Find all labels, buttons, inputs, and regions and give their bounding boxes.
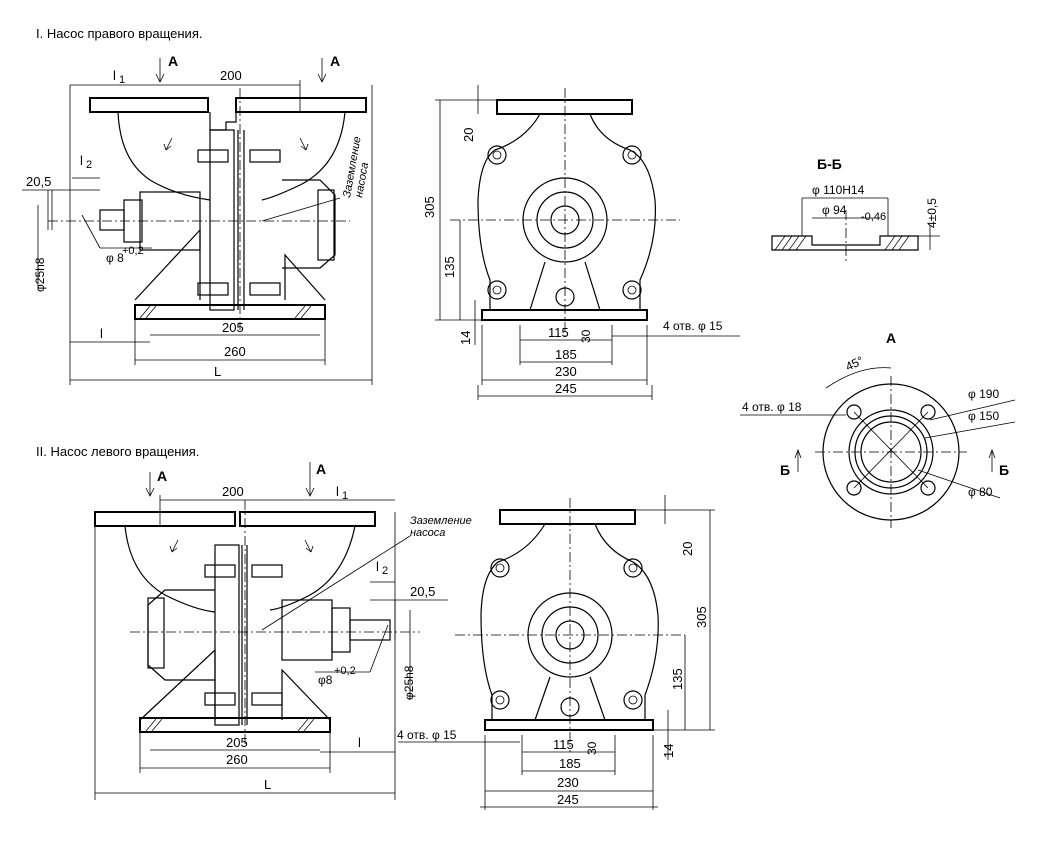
dim-20: 20 [680, 542, 695, 556]
view-right-side [450, 88, 680, 340]
dim-185: 185 [555, 347, 577, 362]
dim-l1: l [113, 68, 116, 83]
dim-d8b: φ8 [318, 673, 333, 687]
dim-d190: φ 190 [968, 387, 999, 401]
dim-L: L [214, 364, 221, 379]
dim-d94: φ 94 [822, 203, 847, 217]
dim-d150: φ 150 [968, 409, 999, 423]
dim-d25h8: φ25h8 [33, 257, 47, 292]
dim-20-5: 20,5 [410, 584, 435, 599]
dim-d110: φ 110Н14 [812, 183, 865, 197]
dim-l: l [100, 326, 103, 341]
dim-245: 245 [557, 792, 579, 807]
dim-260: 260 [226, 752, 248, 767]
dim-4: 4±0,5 [925, 198, 939, 228]
view-right-front [48, 85, 373, 385]
dim-305: 305 [694, 606, 709, 628]
dim-l2: l [376, 559, 379, 574]
dim-30: 30 [585, 741, 599, 755]
dim-305: 305 [422, 196, 437, 218]
view-left-side [455, 498, 685, 752]
view-a-title: A [886, 330, 896, 346]
dim-l: l [358, 735, 361, 750]
dim-135: 135 [442, 256, 457, 278]
view-left-side-dims: 305 20 135 14 4 отв. φ 15 115 30 185 230… [397, 495, 715, 810]
dim-d8-tol: +0,2 [334, 665, 356, 677]
view-right-side-dims: 305 20 135 14 115 30 185 230 245 4 отв. … [422, 85, 740, 400]
section-b-mark: Б [780, 462, 790, 478]
holes-15-label: 4 отв. φ 15 [663, 319, 723, 333]
view-left-front-dims: A A 200 l 1 Заземление насоса l 2 20,5 φ… [95, 461, 472, 794]
dim-l2-sub: 2 [382, 565, 388, 577]
view-right-front-dims: A A l 1 200 l 2 20,5 φ25h8 φ 8 +0,2 Зазе… [22, 53, 372, 381]
dim-115: 115 [553, 737, 574, 752]
section-a-mark: A [330, 53, 340, 69]
grounding-label-2: насоса [410, 527, 445, 539]
dim-L: L [264, 777, 271, 792]
dim-205: 205 [226, 735, 248, 750]
dim-l1-sub: 1 [119, 74, 125, 86]
dim-200: 200 [220, 68, 242, 83]
section-a-mark: A [157, 468, 167, 484]
dim-d8: φ 8 [106, 251, 124, 265]
dim-135: 135 [670, 668, 685, 690]
view-left-front [94, 500, 420, 800]
dim-d8-tol: +0,2 [122, 245, 144, 257]
view-a-flange: A 45° 4 отв. φ 18 φ 190 φ 150 φ 80 Б Б [740, 330, 1016, 528]
section-b-mark: Б [999, 462, 1009, 478]
dim-20-5: 20,5 [26, 174, 51, 189]
dim-245: 245 [555, 381, 577, 396]
dim-20: 20 [461, 128, 476, 142]
dim-d80: φ 80 [968, 485, 993, 499]
dim-230: 230 [557, 775, 579, 790]
dim-260: 260 [224, 344, 246, 359]
grounding-label-1: Заземление [410, 515, 472, 527]
dim-14: 14 [458, 331, 473, 345]
dim-14: 14 [661, 744, 676, 758]
dim-205: 205 [222, 320, 244, 335]
dim-185: 185 [559, 756, 581, 771]
dim-200: 200 [222, 484, 244, 499]
dim-d25h8: φ25h8 [402, 665, 416, 700]
dim-30: 30 [579, 329, 593, 343]
title-left-rotation: II. Насос левого вращения. [36, 444, 199, 459]
section-bb-title: Б-Б [817, 156, 842, 172]
dim-l1-sub: 1 [342, 490, 348, 502]
holes-18-label: 4 отв. φ 18 [742, 400, 802, 414]
section-a-mark: A [316, 461, 326, 477]
dim-d94-tol: -0,46 [861, 211, 886, 223]
title-right-rotation: I. Насос правого вращения. [36, 26, 202, 41]
dim-l1: l [336, 484, 339, 499]
dim-115: 115 [548, 325, 569, 340]
section-bb: Б-Б φ 110Н14 φ 94 -0,46 4±0,5 [771, 156, 940, 262]
section-a-mark: A [168, 53, 178, 69]
holes-15-label: 4 отв. φ 15 [397, 728, 457, 742]
dim-230: 230 [555, 364, 577, 379]
dim-l2-sub: 2 [86, 159, 92, 171]
dim-l2: l [80, 153, 83, 168]
